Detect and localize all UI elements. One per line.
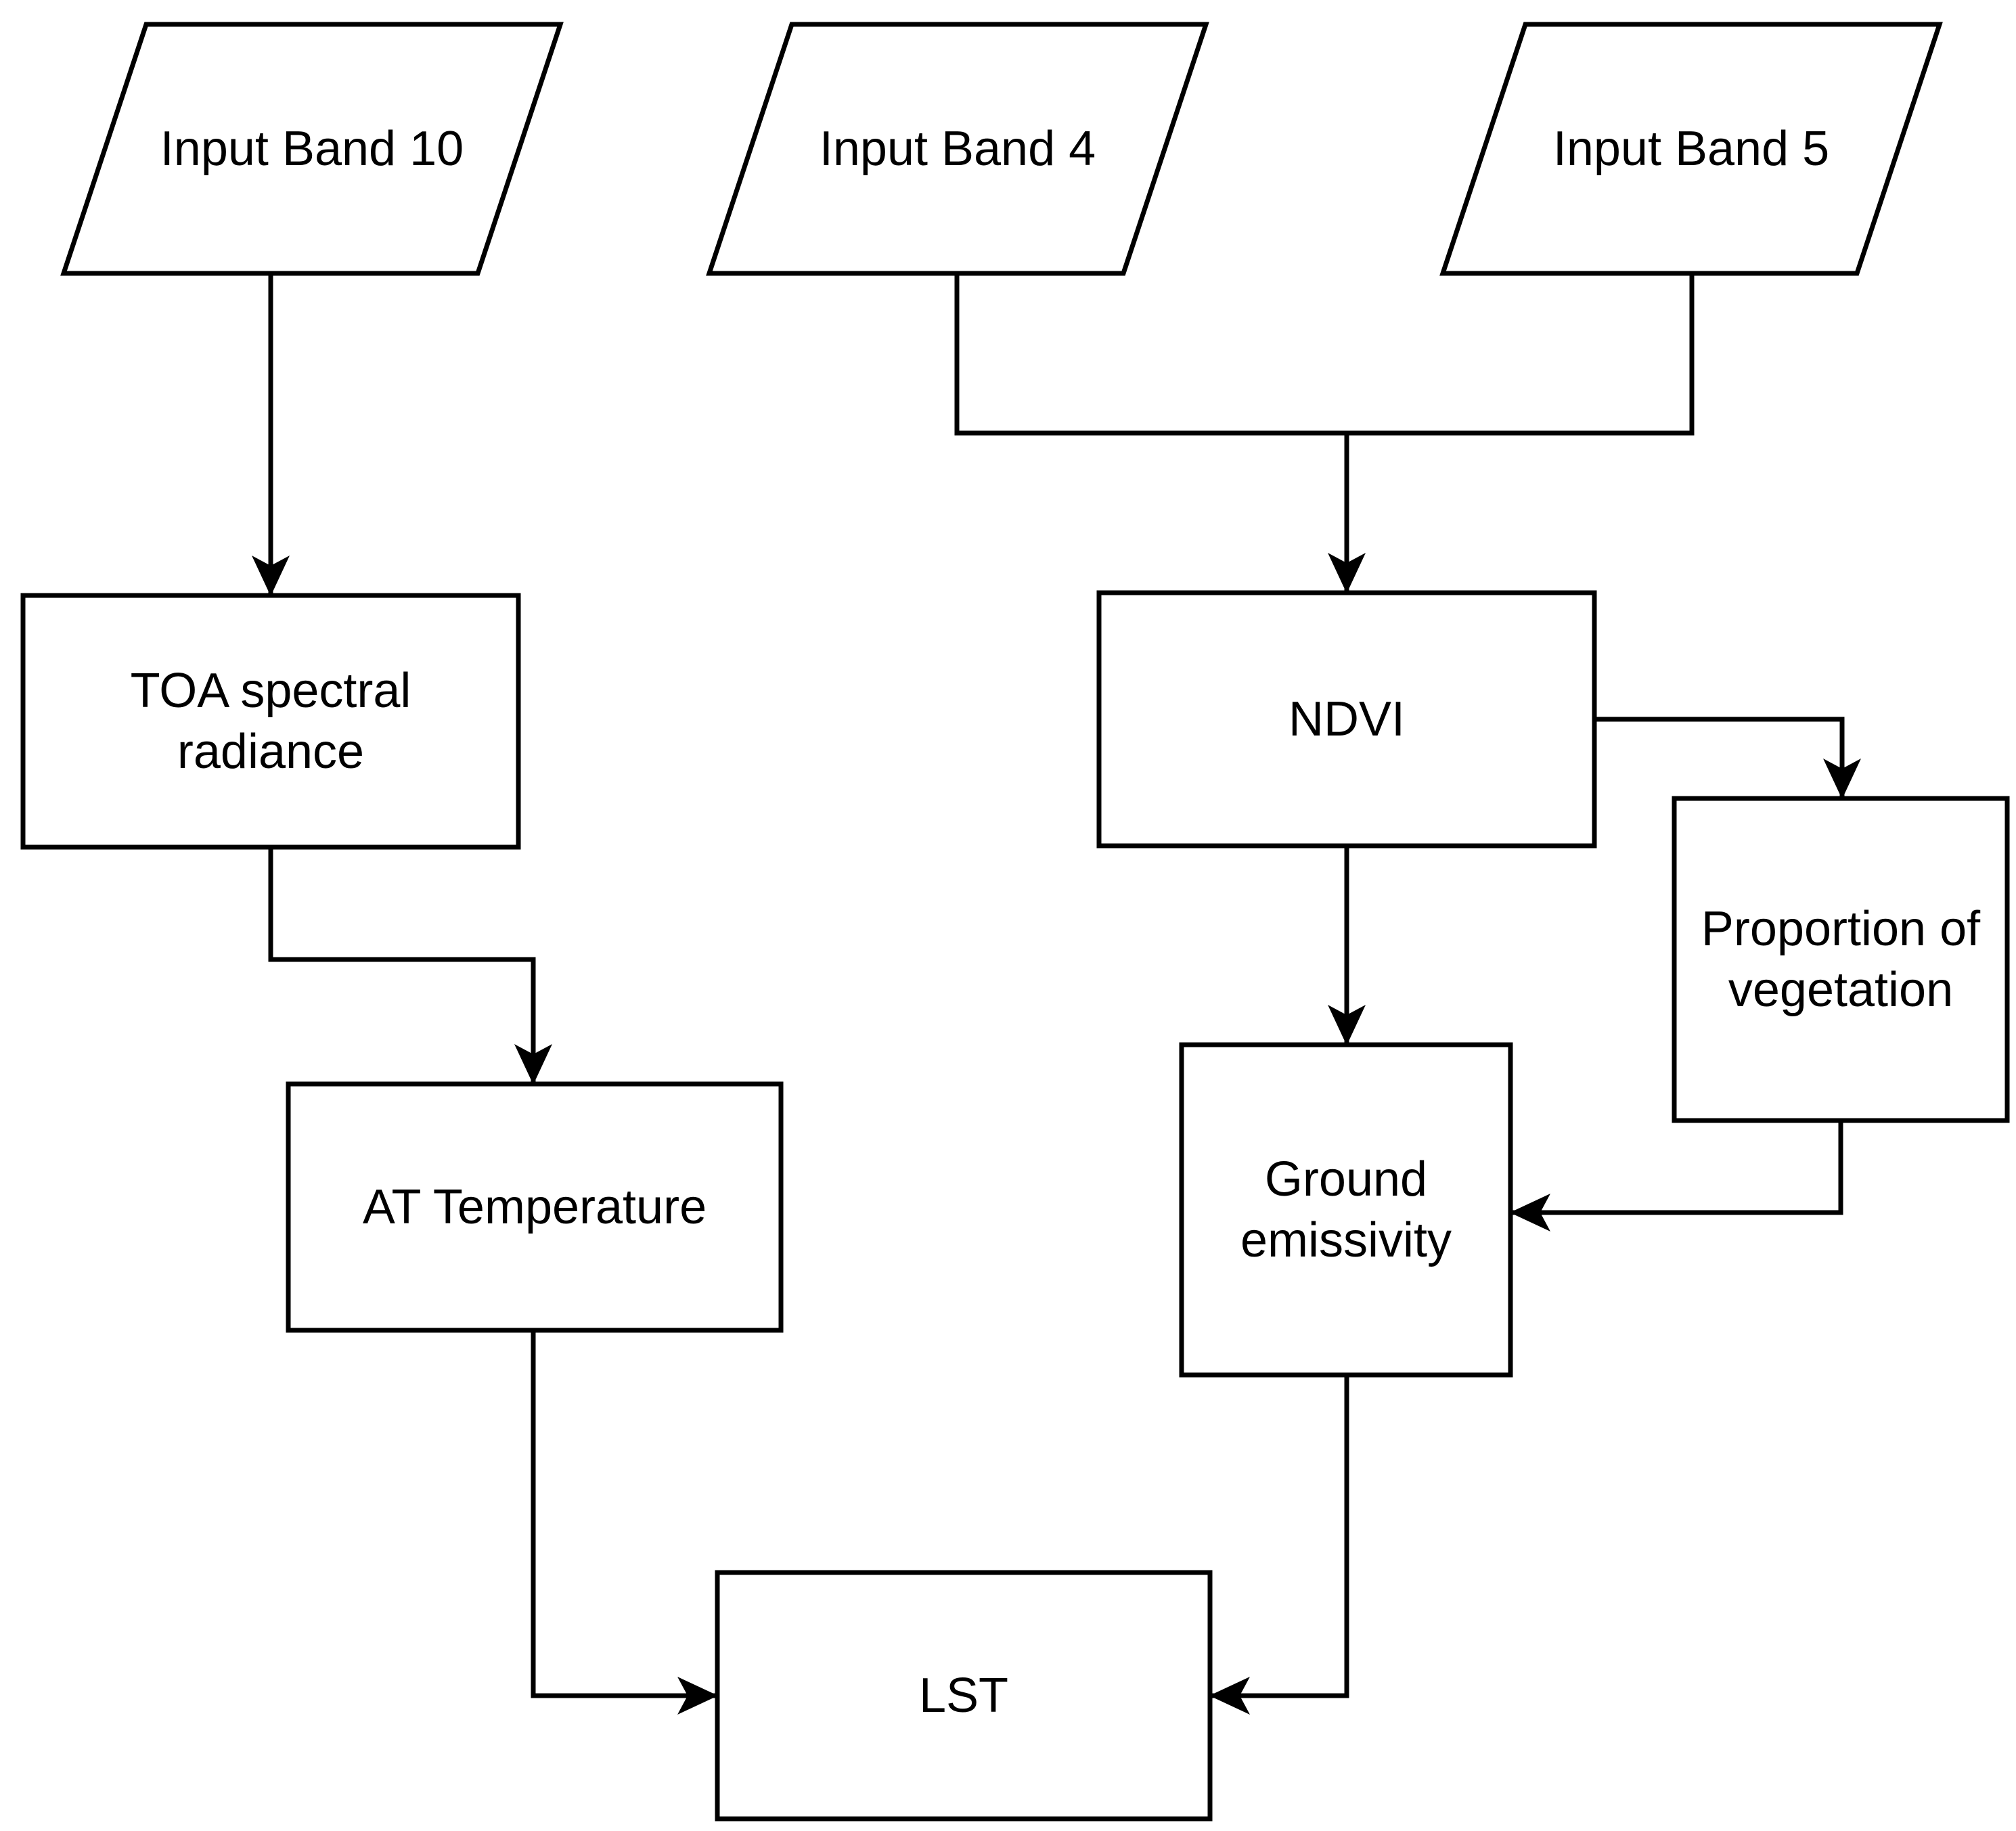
edge-band4-band5-merge (954, 273, 1695, 436)
toa-spectral-radiance-shape (20, 593, 521, 850)
at-temperature-shape (286, 1081, 784, 1333)
input-band-4-shape (706, 22, 1209, 276)
input-band-5-shape (1439, 22, 1943, 276)
edge-at-lst (531, 1330, 718, 1715)
edge-ge-lst (1209, 1375, 1349, 1715)
ndvi-shape (1096, 590, 1597, 849)
lst-shape (715, 1570, 1213, 1822)
edge-toa-at (268, 847, 552, 1085)
input-band-10-shape (60, 22, 564, 276)
edge-ndvi-prop (1594, 717, 1861, 799)
proportion-of-vegetation-shape (1672, 796, 2010, 1123)
edge-prop-ge (1510, 1121, 1843, 1231)
ground-emissivity-shape (1179, 1042, 1513, 1378)
